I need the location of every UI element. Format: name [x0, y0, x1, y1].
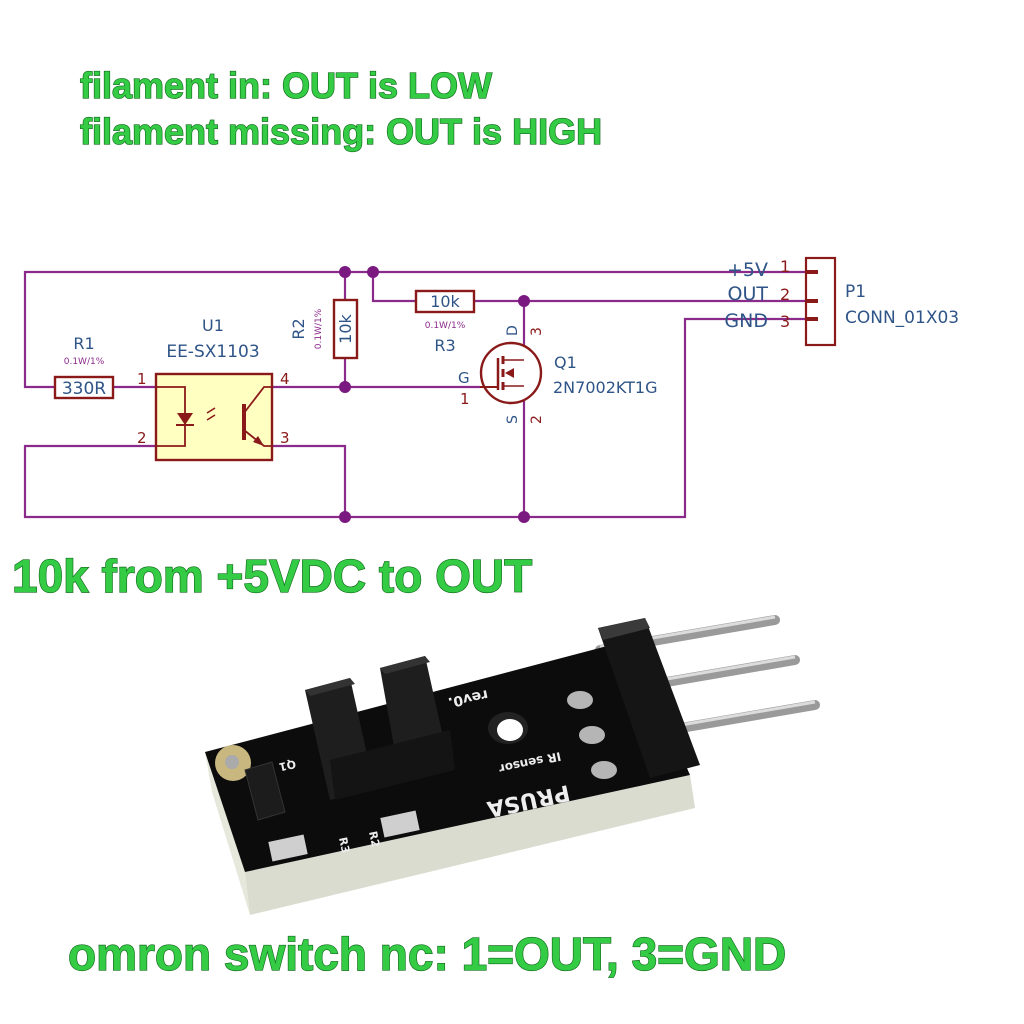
mounting-hole [497, 719, 523, 741]
silk-r3: R3 [336, 836, 352, 854]
q1-part: 2N7002KT1G [553, 378, 657, 397]
q1-gate-label: G [458, 369, 470, 387]
connector-p1: +5V 1 OUT 2 GND 3 P1 CONN_01X03 [724, 256, 959, 347]
r1-ref: R1 [73, 334, 94, 353]
junction [518, 511, 530, 523]
r2-spec: 0.1W/1% [314, 308, 324, 349]
r3-value: 10k [430, 292, 460, 311]
p1-pin-3-num: 3 [780, 312, 790, 331]
q1-drain-label: D [505, 325, 521, 336]
q1-source-pin: 2 [529, 415, 545, 424]
optocoupler-u1: U1 EE-SX1103 1 2 3 4 [137, 316, 290, 462]
u1-ref: U1 [202, 316, 224, 335]
led-icon [177, 413, 193, 425]
r3-ref: R3 [434, 336, 455, 355]
q1-source-label: S [505, 415, 521, 424]
light-rays-icon [206, 407, 216, 421]
junction [518, 295, 530, 307]
silk-q1: Q1 [278, 757, 297, 773]
u1-pin-4: 4 [280, 370, 290, 388]
optical-sensor [305, 656, 455, 800]
resistor-r2: 10k R2 0.1W/1% [289, 298, 359, 360]
p1-part: CONN_01X03 [845, 308, 959, 328]
wire-r3-left [371, 272, 416, 303]
r1-value: 330R [62, 379, 106, 399]
header-line-2: filament missing: OUT is HIGH [80, 111, 602, 152]
p1-pin-3-name: GND [724, 310, 768, 332]
q1-drain-pin: 3 [529, 327, 545, 336]
p1-pin-1-name: +5V [727, 259, 768, 281]
schematic: 330R R1 0.1W/1% U1 EE-SX1103 1 2 3 4 10k… [23, 256, 959, 523]
sensor-board-photo: PRUSA IR sensor rev0. Q1 R3 R2 [205, 615, 820, 915]
wire-gnd [23, 317, 805, 519]
p1-pin-2-name: OUT [728, 283, 769, 305]
footer-caption: omron switch nc: 1=OUT, 3=GND [68, 928, 786, 980]
resistor-r3: 10k 0.1W/1% R3 [414, 289, 476, 355]
p1-pin-1-num: 1 [780, 257, 790, 276]
silk-r2: R2 [366, 830, 382, 848]
r2-value: 10k [336, 313, 355, 343]
q1-ref: Q1 [554, 353, 577, 372]
junction [339, 511, 351, 523]
header-line-1: filament in: OUT is LOW [80, 65, 492, 106]
mosfet-q1: G 1 D 3 S 2 Q1 2N7002KT1G [458, 325, 657, 424]
q1-gate-pin: 1 [460, 390, 470, 408]
board-edge [205, 752, 250, 915]
u1-part: EE-SX1103 [166, 342, 259, 362]
pin-header [567, 618, 700, 779]
wire-5v [23, 270, 805, 389]
wire-emitter [272, 444, 347, 517]
u1-pin-3: 3 [280, 429, 290, 447]
u1-pin-2: 2 [137, 429, 147, 447]
junction [339, 381, 351, 393]
p1-pin-2-num: 2 [780, 285, 790, 304]
p1-ref: P1 [845, 282, 866, 302]
junction-dots [339, 266, 530, 523]
resistor-r1: 330R R1 0.1W/1% [53, 334, 115, 400]
u1-pin-1: 1 [137, 370, 147, 388]
r3-spec: 0.1W/1% [425, 321, 466, 331]
junction [339, 266, 351, 278]
board-edge [245, 775, 695, 915]
r1-spec: 0.1W/1% [64, 357, 105, 367]
junction [367, 266, 379, 278]
resistor-note: 10k from +5VDC to OUT [12, 550, 532, 602]
r2-ref: R2 [289, 318, 308, 339]
